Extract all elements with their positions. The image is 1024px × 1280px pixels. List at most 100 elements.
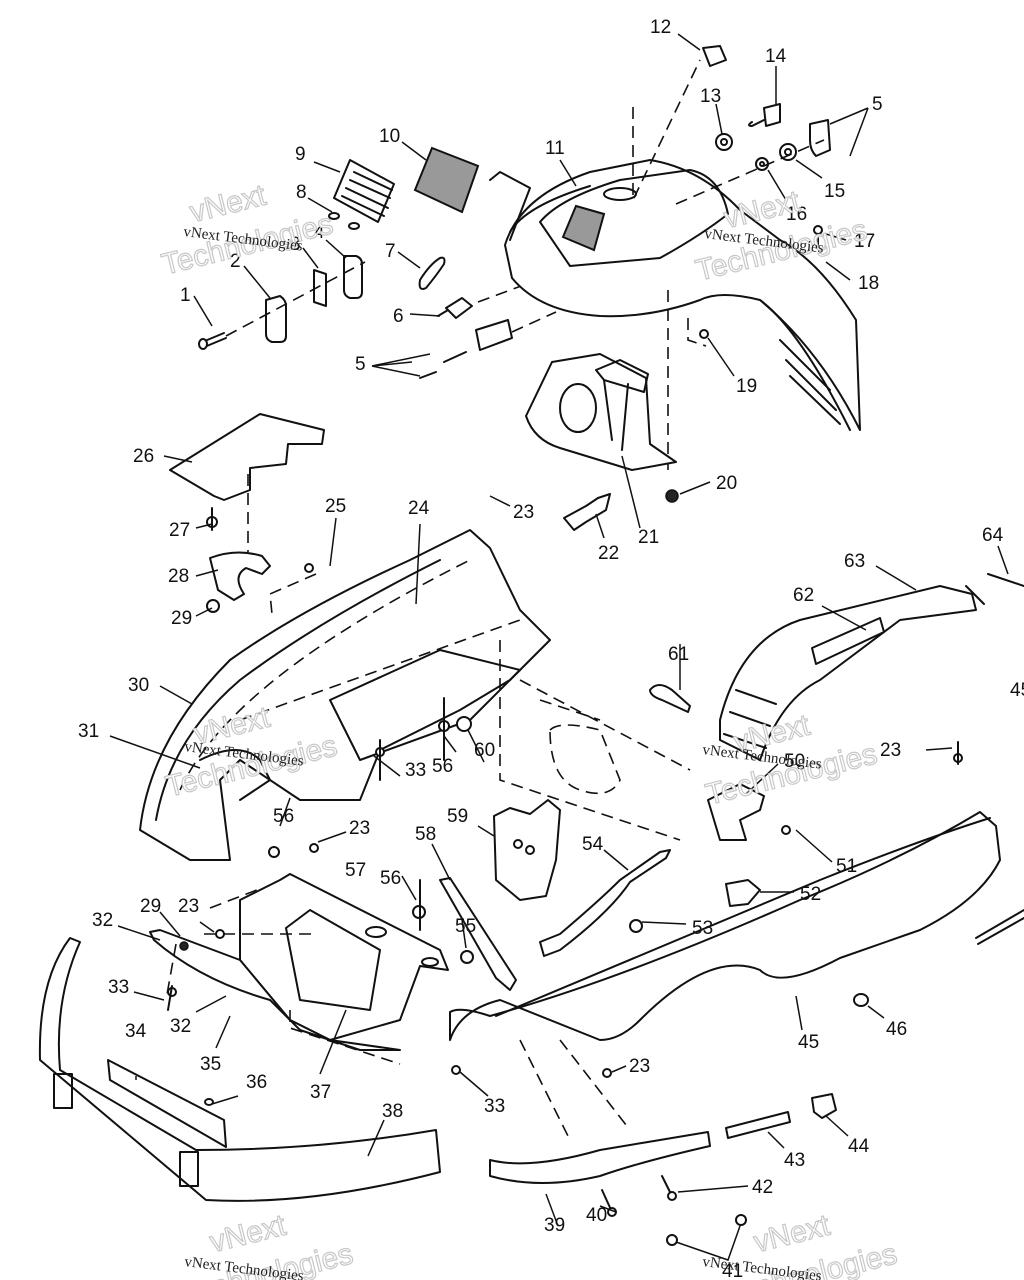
part-43-plate bbox=[725, 1111, 791, 1139]
callout-42: 42 bbox=[752, 1177, 773, 1198]
callout-22: 22 bbox=[598, 543, 619, 564]
callout-23-bottom: 23 bbox=[629, 1056, 650, 1077]
callout-55: 55 bbox=[455, 916, 476, 937]
part-2-lens-housing bbox=[265, 295, 287, 343]
callout-38: 38 bbox=[382, 1101, 403, 1122]
callout-53: 53 bbox=[692, 918, 713, 939]
callout-19: 19 bbox=[736, 376, 757, 397]
callout-14: 14 bbox=[765, 46, 787, 67]
part-61-clip bbox=[649, 684, 691, 713]
callout-23-top: 23 bbox=[513, 502, 534, 523]
part-10-decal-stippled bbox=[413, 146, 480, 214]
callout-15: 15 bbox=[824, 181, 845, 202]
callout-23-left: 23 bbox=[178, 896, 199, 917]
callout-35: 35 bbox=[200, 1054, 221, 1075]
part-17-screw bbox=[813, 225, 823, 247]
part-23-screw-d bbox=[953, 741, 963, 765]
part-13-nut bbox=[715, 133, 733, 151]
part-38-bumper bbox=[38, 937, 441, 1202]
part-62-decal bbox=[811, 617, 885, 665]
part-27-screw bbox=[206, 507, 218, 531]
part-52-plate bbox=[725, 879, 761, 907]
callout-34: 34 bbox=[125, 1021, 147, 1042]
callout-40: 40 bbox=[586, 1205, 607, 1226]
callout-39: 39 bbox=[544, 1215, 565, 1236]
callout-29-top: 29 bbox=[171, 608, 192, 629]
callout-24: 24 bbox=[408, 498, 430, 519]
callout-21: 21 bbox=[638, 527, 659, 548]
callout-23-right: 23 bbox=[880, 740, 901, 761]
callout-54: 54 bbox=[582, 834, 604, 855]
callout-60: 60 bbox=[474, 740, 495, 761]
callout-10: 10 bbox=[379, 126, 400, 147]
part-44-bumper-block bbox=[811, 1093, 837, 1119]
callout-32-bottom: 32 bbox=[170, 1016, 191, 1037]
callout-36: 36 bbox=[246, 1072, 267, 1093]
callout-33-left: 33 bbox=[108, 977, 129, 998]
callout-23-mid: 23 bbox=[349, 818, 370, 839]
part-6-sensor bbox=[437, 297, 473, 319]
callout-44: 44 bbox=[848, 1136, 870, 1157]
callout-45-cut-off: 45 bbox=[1010, 680, 1024, 701]
callout-62: 62 bbox=[793, 585, 814, 606]
part-25-rivet bbox=[269, 563, 317, 615]
callout-59: 59 bbox=[447, 806, 468, 827]
callout-26: 26 bbox=[133, 446, 154, 467]
callout-37: 37 bbox=[310, 1082, 331, 1103]
part-12-clip bbox=[702, 45, 727, 67]
part-56-clip-b bbox=[268, 846, 280, 858]
callout-16: 16 bbox=[786, 204, 807, 225]
callout-56-mid: 56 bbox=[273, 806, 294, 827]
callout-61: 61 bbox=[668, 644, 689, 665]
callout-58: 58 bbox=[415, 824, 436, 845]
callout-18: 18 bbox=[858, 273, 879, 294]
callout-31: 31 bbox=[78, 721, 99, 742]
callout-8: 8 bbox=[296, 182, 307, 203]
callout-32-top: 32 bbox=[92, 910, 113, 931]
part-28-bracket bbox=[209, 551, 271, 601]
callout-45: 45 bbox=[798, 1032, 819, 1053]
callout-9: 9 bbox=[295, 144, 306, 165]
part-58-channel bbox=[439, 877, 517, 991]
part-30-nose-pan bbox=[139, 529, 551, 861]
part-14-latch-hook bbox=[748, 103, 781, 127]
part-60-grommet bbox=[456, 716, 472, 732]
part-4-lens-housing bbox=[343, 255, 363, 299]
part-23-screw-c bbox=[309, 843, 319, 853]
part-33-screw-b bbox=[167, 985, 177, 1011]
part-9-vent-grille bbox=[333, 159, 395, 223]
part-55-grommet bbox=[460, 950, 474, 964]
callout-20: 20 bbox=[716, 473, 737, 494]
part-64-strip bbox=[987, 573, 1024, 587]
callout-63: 63 bbox=[844, 551, 865, 572]
part-53-clamp bbox=[629, 919, 643, 933]
part-23-screw-e bbox=[602, 1068, 612, 1078]
part-51-screw bbox=[781, 825, 791, 835]
callout-6: 6 bbox=[393, 306, 404, 327]
callout-13: 13 bbox=[700, 86, 721, 107]
part-33-screw-c bbox=[451, 1065, 461, 1075]
part-56-clip-a bbox=[438, 697, 450, 761]
part-16-washer bbox=[755, 157, 769, 171]
part-45-right-strip bbox=[975, 909, 1024, 945]
watermark-outline-top: vNext bbox=[207, 1209, 290, 1260]
part-29-nut-b bbox=[179, 941, 189, 951]
callout-1: 1 bbox=[180, 285, 191, 306]
callout-17: 17 bbox=[854, 231, 875, 252]
part-36-rivet bbox=[204, 1098, 214, 1106]
part-7-grommet bbox=[418, 256, 446, 290]
callout-57: 57 bbox=[345, 860, 366, 881]
callout-5-top: 5 bbox=[872, 94, 883, 115]
part-46-plug bbox=[853, 993, 869, 1007]
callout-5-bottom: 5 bbox=[355, 354, 366, 375]
part-31-panel bbox=[199, 749, 271, 801]
part-35-lower-pan bbox=[149, 929, 401, 1051]
leader-lines bbox=[109, 33, 1009, 1227]
callout-12: 12 bbox=[650, 17, 671, 38]
part-26-heat-shield bbox=[169, 413, 325, 501]
callout-51: 51 bbox=[836, 856, 857, 877]
watermark-outline-top: vNext bbox=[187, 179, 270, 230]
callout-30: 30 bbox=[128, 675, 149, 696]
callout-3: 3 bbox=[290, 234, 301, 255]
